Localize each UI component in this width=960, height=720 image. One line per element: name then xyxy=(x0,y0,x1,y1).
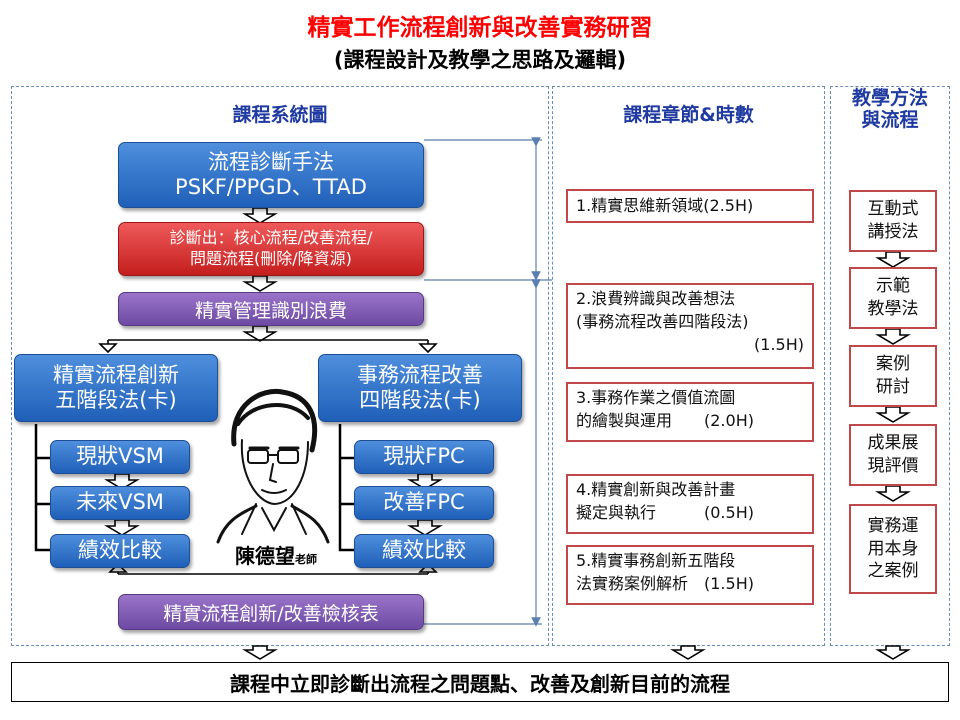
diagnosis-result-box: 診斷出：核心流程/改善流程/ 問題流程(刪除/降資源) xyxy=(118,222,424,276)
checklist-box: 精實流程創新/改善檢核表 xyxy=(118,594,424,630)
method-item: 示範 教學法 xyxy=(849,267,937,329)
method-item: 案例 研討 xyxy=(849,345,937,407)
down-arrow-icon xyxy=(875,645,911,660)
method-2-line2: 教學法 xyxy=(867,299,919,319)
method-2-line1: 示範 xyxy=(876,276,910,297)
down-arrow-icon xyxy=(407,473,443,490)
office-four-stage-line1: 事務流程改善 xyxy=(357,362,483,387)
method-item: 成果展 現評價 xyxy=(849,424,937,486)
chapter-item: 4.精實創新與改善計畫 擬定與執行 (0.5H) xyxy=(566,474,814,534)
chapter-item: 3.事務作業之價值流圖 的繪製與運用 (2.0H) xyxy=(566,382,814,442)
method-4-line1: 成果展 xyxy=(867,433,919,454)
method-3-line2: 研討 xyxy=(876,377,910,397)
down-arrow-icon xyxy=(875,485,911,502)
method-item: 實務運 用本身 之案例 xyxy=(849,504,937,594)
right-performance-box: 績效比較 xyxy=(354,534,494,568)
diagnosis-tools-box: 流程診斷手法 PSKF/PPGD、TTAD xyxy=(118,142,424,208)
identify-waste-box: 精實管理識別浪費 xyxy=(118,292,424,326)
method-5-line2: 用本身 xyxy=(867,538,919,559)
teacher-portrait-sketch xyxy=(216,388,330,544)
chapter-2-line1: 2.浪費辨識與改善想法 xyxy=(576,289,736,308)
methods-heading-line2: 與流程 xyxy=(861,108,919,131)
down-arrow-icon xyxy=(242,325,278,342)
chapter-item: 1.精實思維新領域(2.5H) xyxy=(566,189,814,223)
down-arrow-icon xyxy=(242,645,278,660)
chapter-3-line1: 3.事務作業之價值流圖 xyxy=(576,388,736,407)
chapter-item: 5.精實事務創新五階段 法實務案例解析 (1.5H) xyxy=(566,545,814,605)
method-5-line3: 之案例 xyxy=(867,561,919,582)
chapters-heading: 課程章節&時數 xyxy=(623,104,754,126)
chapter-5-line2: 法實務案例解析 (1.5H) xyxy=(576,574,754,594)
teacher-name-caption: 陳德望老師 xyxy=(206,540,346,569)
down-arrow-icon xyxy=(875,328,911,345)
page-title: 精實工作流程創新與改善實務研習 xyxy=(307,15,653,41)
lean-five-stage-line2: 五階段法(卡) xyxy=(55,388,177,412)
down-arrow-icon xyxy=(407,519,443,536)
diagnosis-tools-line1: 流程診斷手法 xyxy=(208,149,334,174)
down-arrow-icon xyxy=(104,473,140,490)
method-5-line1: 實務運 xyxy=(867,515,919,536)
summary-bar: 課程中立即診斷出流程之問題點、改善及創新目前的流程 xyxy=(11,662,949,702)
chapter-4-line2: 擬定與執行 (0.5H) xyxy=(576,503,754,523)
down-arrow-icon xyxy=(242,275,278,292)
down-arrow-icon xyxy=(242,207,278,224)
down-arrow-icon xyxy=(875,406,911,423)
improved-fpc-box: 改善FPC xyxy=(354,486,494,520)
chapter-4-line1: 4.精實創新與改善計畫 xyxy=(576,480,736,499)
chapter-2-line2: (事務流程改善四階段法) xyxy=(576,312,749,332)
method-4-line2: 現評價 xyxy=(867,456,919,476)
current-fpc-box: 現狀FPC xyxy=(354,440,494,474)
teacher-name: 陳德望 xyxy=(235,544,295,568)
chapter-1-line1: 1.精實思維新領域(2.5H) xyxy=(576,196,754,216)
method-1-line2: 講授法 xyxy=(867,222,919,242)
methods-heading: 教學方法 與流程 xyxy=(830,87,950,132)
current-vsm-box: 現狀VSM xyxy=(50,440,190,474)
diagnosis-result-line2: 問題流程(刪除/降資源) xyxy=(190,249,352,268)
lean-five-stage-line1: 精實流程創新 xyxy=(53,362,179,387)
office-four-stage-line2: 四階段法(卡) xyxy=(359,388,481,412)
diagnosis-result-line1: 診斷出：核心流程/改善流程/ xyxy=(169,228,373,248)
lean-five-stage-box: 精實流程創新 五階段法(卡) xyxy=(14,354,218,422)
diagnosis-tools-line2: PSKF/PPGD、TTAD xyxy=(175,175,367,199)
method-item: 互動式 講授法 xyxy=(849,190,937,252)
chapter-5-line1: 5.精實事務創新五階段 xyxy=(576,551,736,570)
chapter-item: 2.浪費辨識與改善想法 (事務流程改善四階段法) (1.5H) xyxy=(566,283,814,369)
future-vsm-box: 未來VSM xyxy=(50,486,190,520)
down-arrow-icon xyxy=(104,519,140,536)
teacher-title: 老師 xyxy=(295,553,317,566)
system-heading: 課程系統圖 xyxy=(232,104,328,126)
chapter-2-hours: (1.5H) xyxy=(754,335,804,355)
method-3-line1: 案例 xyxy=(876,354,910,375)
system-panel xyxy=(11,86,549,646)
left-performance-box: 績效比較 xyxy=(50,534,190,568)
office-four-stage-box: 事務流程改善 四階段法(卡) xyxy=(318,354,522,422)
page-subtitle: (課程設計及教學之思路及邏輯) xyxy=(333,48,627,72)
chapter-3-line2: 的繪製與運用 (2.0H) xyxy=(576,411,754,431)
method-1-line1: 互動式 xyxy=(867,199,919,220)
down-arrow-icon xyxy=(875,251,911,268)
methods-heading-line1: 教學方法 xyxy=(851,87,928,109)
down-arrow-icon xyxy=(670,645,706,660)
